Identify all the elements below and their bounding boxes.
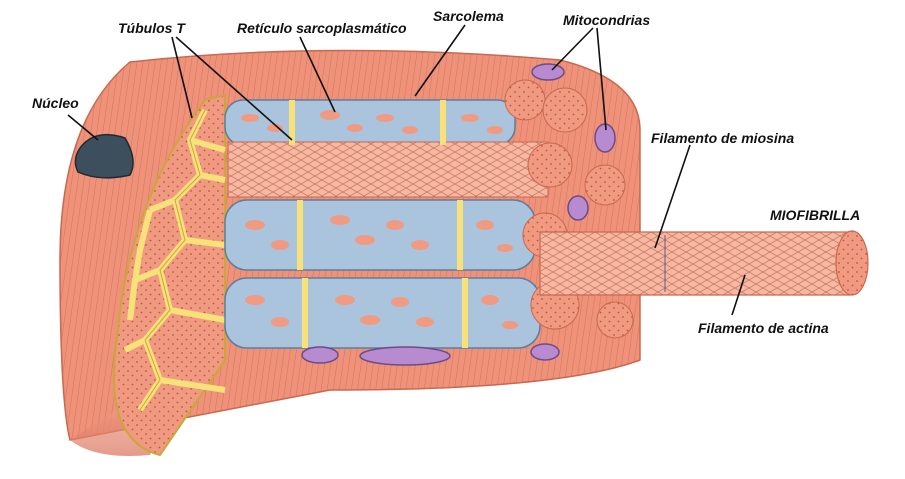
label-nucleus: Núcleo — [32, 95, 79, 111]
nucleus-shape — [74, 133, 134, 179]
leader-lines — [67, 24, 746, 316]
label-sarcolemma: Sarcolema — [433, 8, 504, 24]
label-actin-filament: Filamento de actina — [698, 320, 829, 336]
label-myosin-filament: Filamento de miosina — [651, 130, 795, 146]
t-tubule-bands — [289, 100, 468, 348]
label-t-tubules: Túbulos T — [118, 20, 185, 36]
label-myofibril: MIOFIBRILLA — [770, 207, 861, 223]
label-sarcoplasmic-reticulum: Retículo sarcoplasmático — [237, 20, 407, 36]
mitochondria-shapes — [301, 63, 616, 366]
fiber-cross-section — [112, 93, 226, 457]
myofibril-rows — [224, 99, 549, 349]
protruding-myofibril — [539, 230, 869, 296]
label-mitochondria: Mitocondrias — [563, 12, 651, 28]
